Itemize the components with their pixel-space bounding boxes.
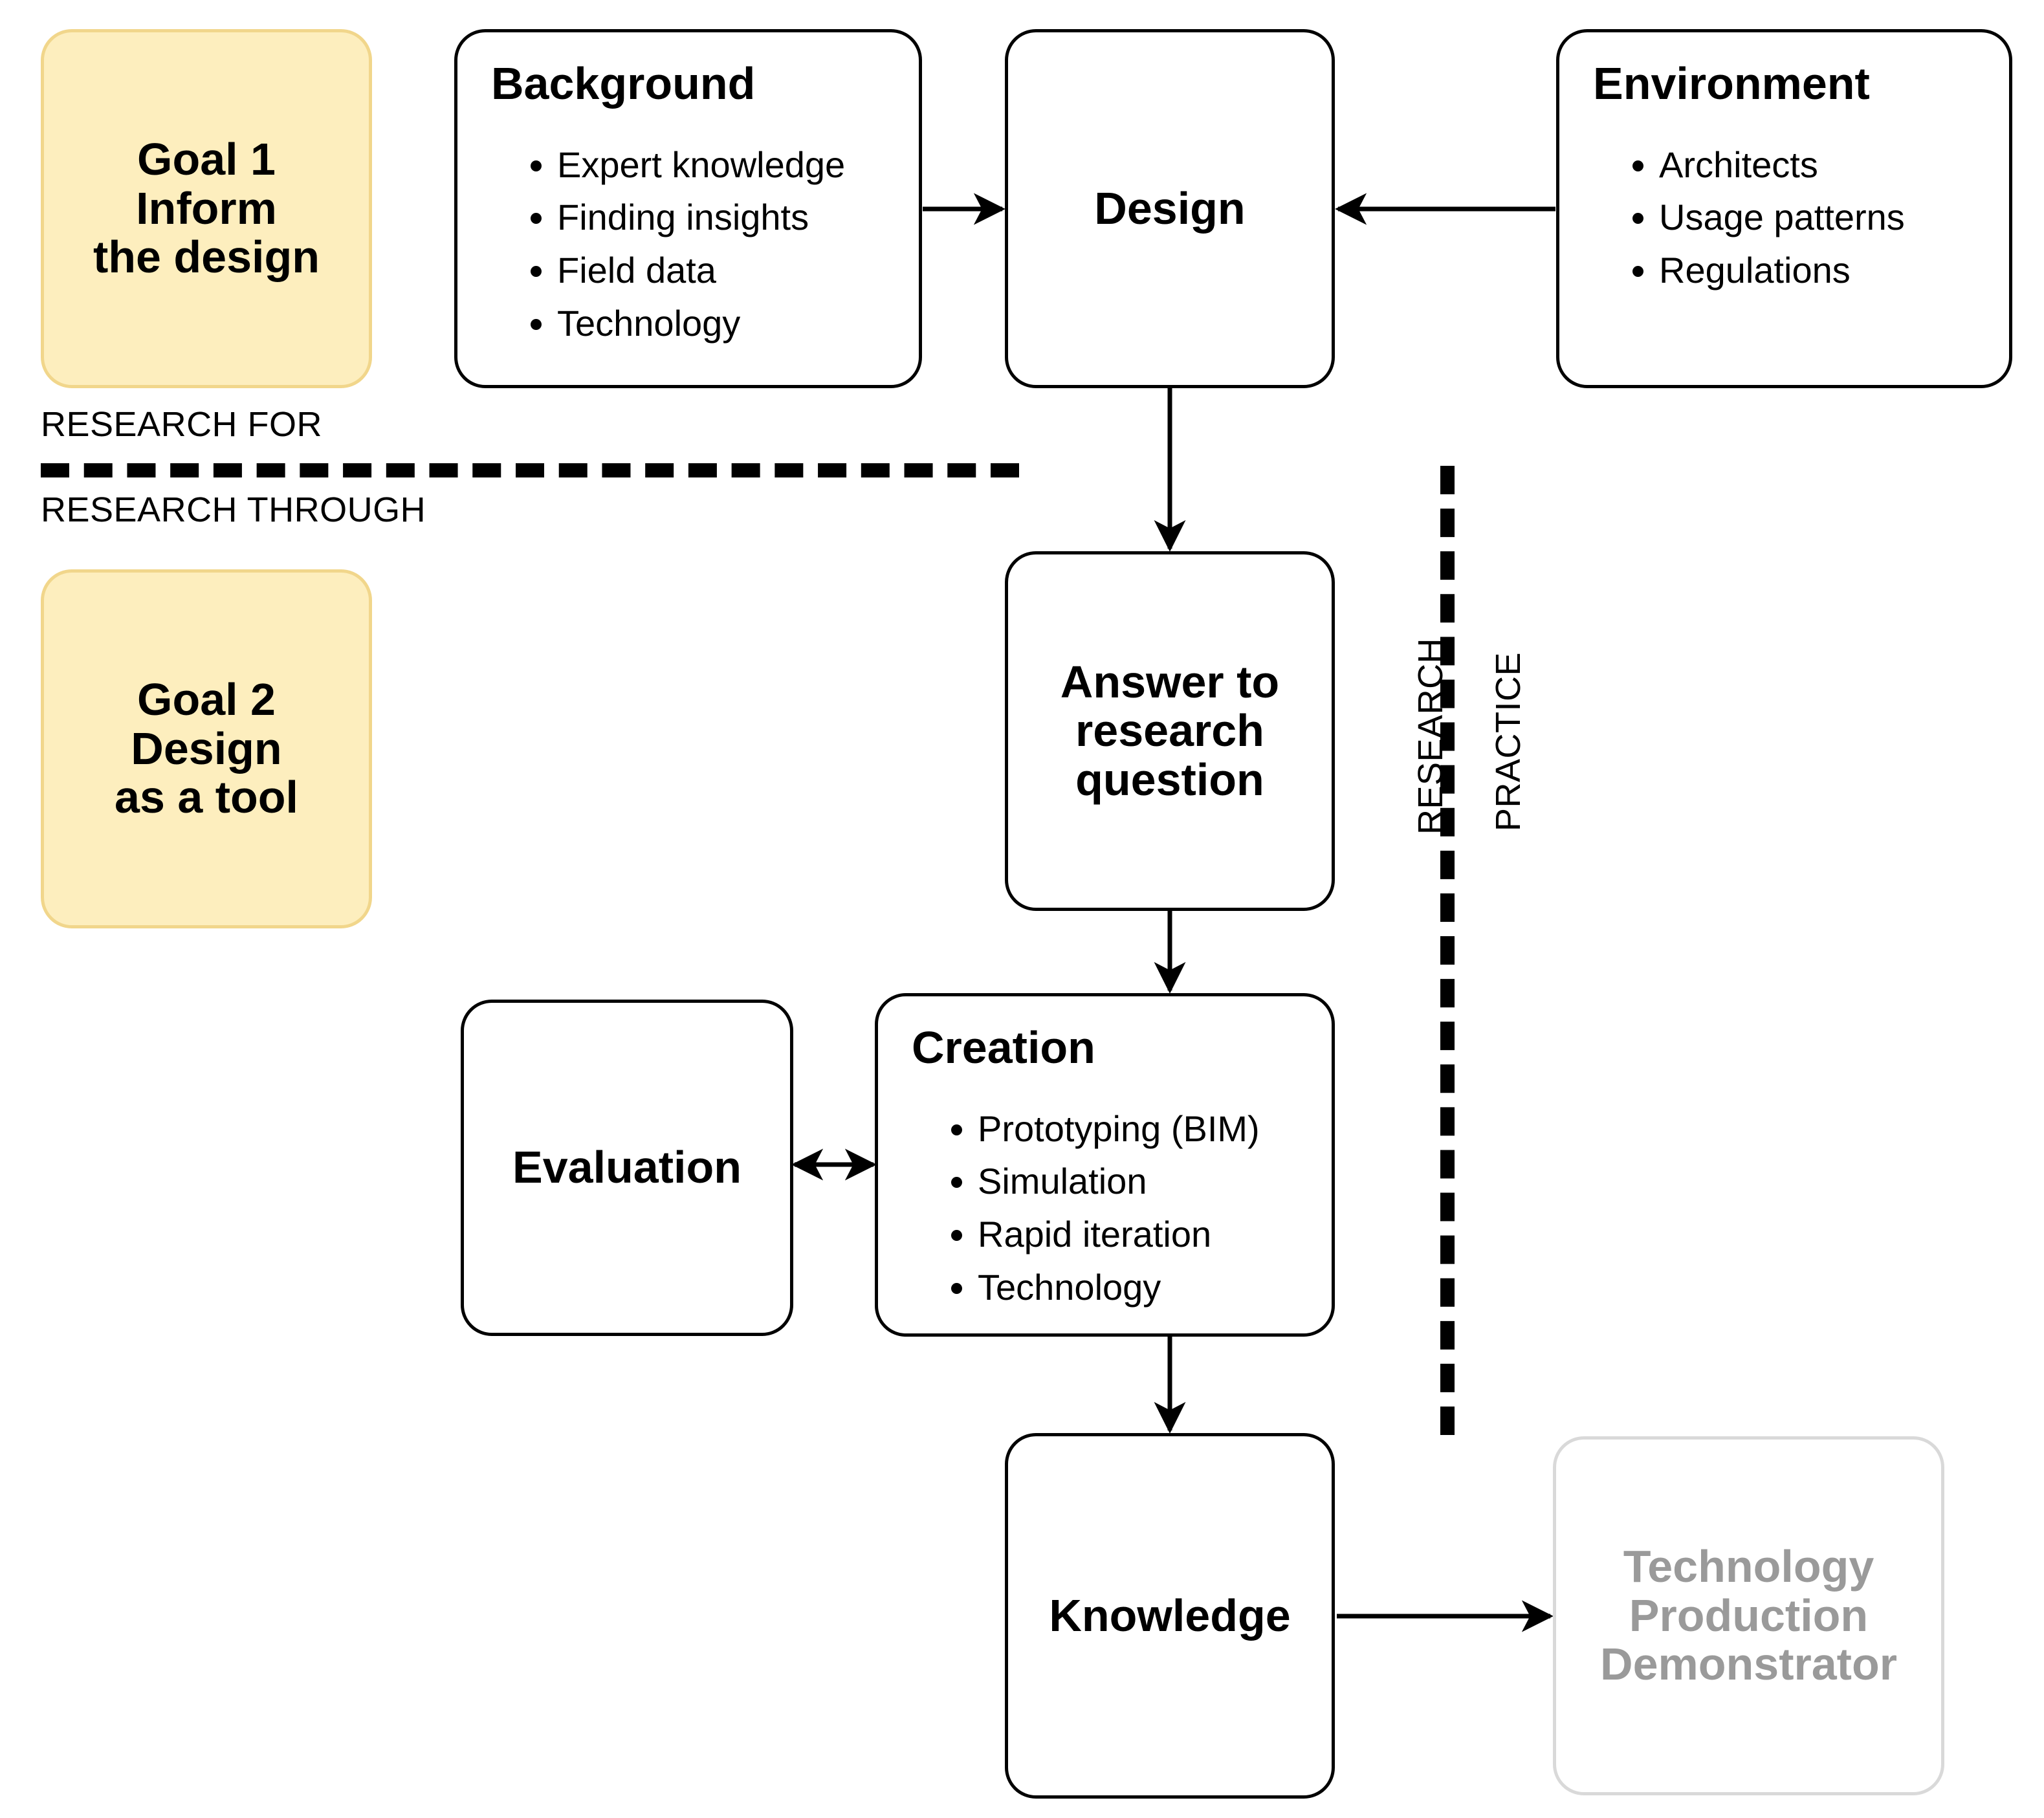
design-box[interactable]: Design [1005,29,1335,388]
creation-box[interactable]: Creation Prototyping (BIM) Simulation Ra… [875,993,1335,1337]
evaluation-box[interactable]: Evaluation [461,1000,793,1336]
creation-title: Creation [912,1022,1095,1073]
answer-line-3: question [1075,754,1264,805]
goal-2-line-2: Design [131,723,282,774]
answer-to-research-question-box[interactable]: Answer to research question [1005,551,1335,911]
background-box[interactable]: Background Expert knowledge Finding insi… [454,29,922,388]
goal-1-title: Goal 1 Inform the design [93,135,320,282]
demonstrator-line-2: Production [1629,1590,1869,1641]
research-side-label: RESEARCH [1411,637,1450,835]
background-title: Background [491,58,756,109]
list-item: Usage patterns [1659,191,1987,244]
environment-box[interactable]: Environment Architects Usage patterns Re… [1556,29,2012,388]
demonstrator-line-3: Demonstrator [1600,1639,1897,1690]
goal-2-line-3: as a tool [115,772,298,823]
practice-side-label: PRACTICE [1489,652,1528,831]
demonstrator-line-1: Technology [1623,1541,1874,1592]
list-item: Simulation [978,1155,1310,1208]
creation-bullet-list: Prototyping (BIM) Simulation Rapid itera… [908,1102,1310,1314]
goal-2-title: Goal 2 Design as a tool [115,675,298,822]
answer-title: Answer to research question [1060,656,1280,805]
research-for-label: RESEARCH FOR [41,405,323,444]
technology-production-demonstrator-box[interactable]: Technology Production Demonstrator [1553,1436,1944,1795]
list-item: Architects [1659,138,1987,192]
list-item: Field data [557,244,897,297]
goal-2-box[interactable]: Goal 2 Design as a tool [41,569,372,928]
list-item: Finding insights [557,191,897,244]
goal-1-line-3: the design [93,232,320,283]
research-through-label: RESEARCH THROUGH [41,490,426,529]
list-item: Technology [557,297,897,350]
list-item: Expert knowledge [557,138,897,192]
background-bullet-list: Expert knowledge Finding insights Field … [487,138,897,350]
design-title: Design [1094,182,1246,234]
environment-title: Environment [1593,58,1870,109]
evaluation-title: Evaluation [512,1142,742,1193]
list-item: Technology [978,1261,1310,1314]
knowledge-title: Knowledge [1049,1590,1291,1641]
answer-line-1: Answer to [1060,656,1280,707]
list-item: Prototyping (BIM) [978,1102,1310,1155]
list-item: Rapid iteration [978,1208,1310,1261]
goal-1-box[interactable]: Goal 1 Inform the design [41,29,372,388]
goal-2-line-1: Goal 2 [137,674,276,725]
goal-1-line-2: Inform [136,182,277,234]
answer-line-2: research [1075,705,1264,756]
knowledge-box[interactable]: Knowledge [1005,1433,1335,1799]
horizontal-dashed-divider [41,463,1019,477]
list-item: Regulations [1659,244,1987,297]
goal-1-line-1: Goal 1 [137,134,276,185]
demonstrator-title: Technology Production Demonstrator [1600,1542,1897,1689]
environment-bullet-list: Architects Usage patterns Regulations [1589,138,1987,297]
vertical-dashed-divider [1440,466,1455,1435]
